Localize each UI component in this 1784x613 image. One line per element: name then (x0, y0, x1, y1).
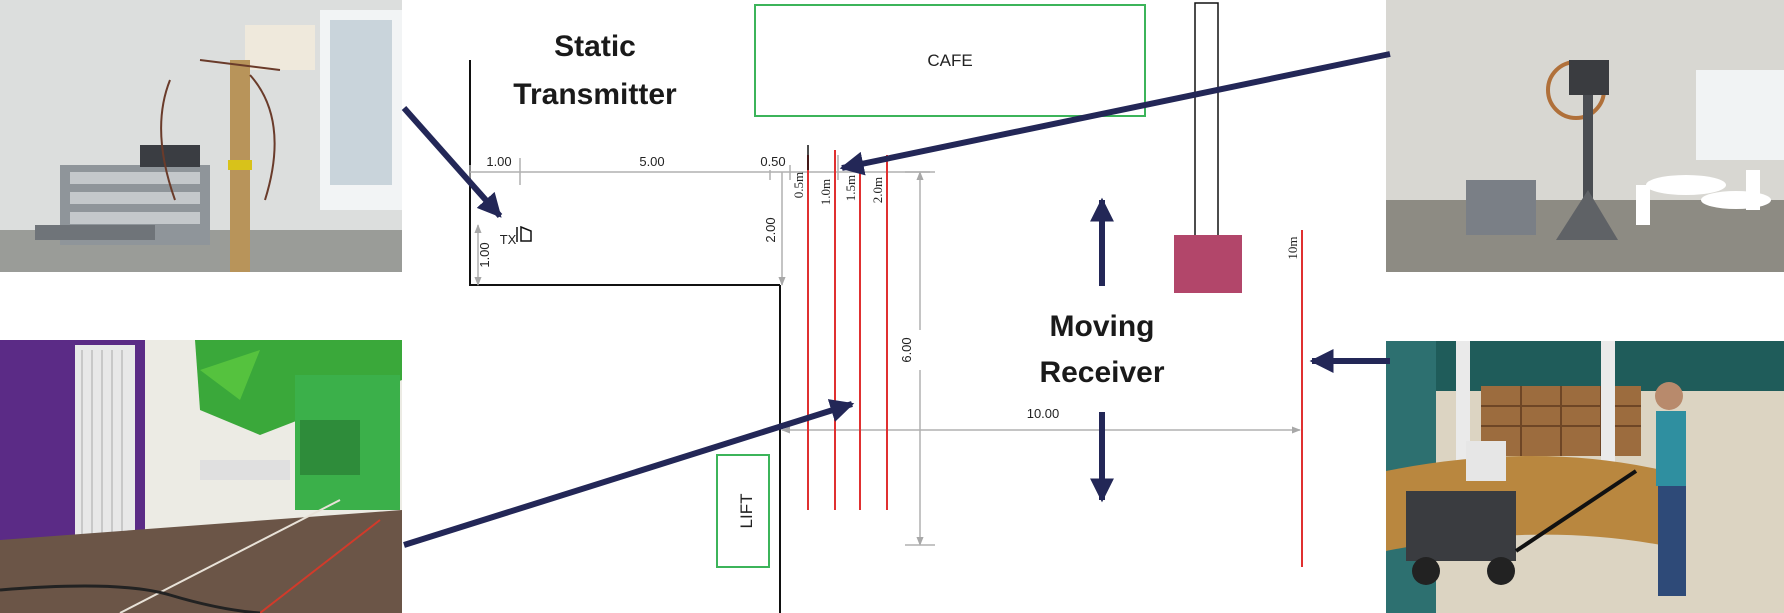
track-label-10-far: 10m (1285, 236, 1300, 259)
arrow-photo-to-track (839, 51, 1391, 176)
dim-200: 2.00 (763, 217, 778, 242)
static-label-line1: Static (554, 30, 636, 63)
lift-outline (716, 454, 770, 568)
track-label-05: 0.5m (791, 172, 806, 198)
dim-050: 0.50 (760, 154, 785, 169)
photo-receiver-trolley (1386, 341, 1784, 613)
pillar-column (1194, 2, 1219, 244)
obstacle-block (1174, 235, 1242, 293)
moving-label-line2: Receiver (1039, 356, 1164, 389)
transmitter-room-wall (469, 60, 780, 286)
arrow-floor-to-track (403, 399, 855, 548)
dim-side-100: 1.00 (477, 242, 492, 267)
static-label-line2: Transmitter (513, 78, 677, 111)
photo-receiver-antenna (1386, 0, 1784, 272)
dim-600: 6.00 (899, 337, 914, 362)
track-label-15: 1.5m (843, 175, 858, 201)
dim-top-100: 1.00 (486, 154, 511, 169)
cafe-outline (754, 4, 1146, 117)
arrow-photo-to-tx (401, 106, 503, 218)
track-label-20: 2.0m (870, 177, 885, 203)
track-label-10: 1.0m (818, 179, 833, 205)
photo-transmitter-setup (0, 0, 402, 272)
lift-label: LIFT (737, 494, 756, 529)
dim-1000: 10.00 (1027, 406, 1060, 421)
photo-cafe-floor-tracks (0, 340, 402, 613)
transmitter-marker: TX (500, 225, 532, 247)
tx-label: TX (500, 232, 517, 247)
moving-label-line1: Moving (1050, 310, 1155, 343)
dim-500: 5.00 (639, 154, 664, 169)
receiver-tracks (807, 150, 1303, 567)
cafe-label: CAFE (927, 51, 972, 70)
